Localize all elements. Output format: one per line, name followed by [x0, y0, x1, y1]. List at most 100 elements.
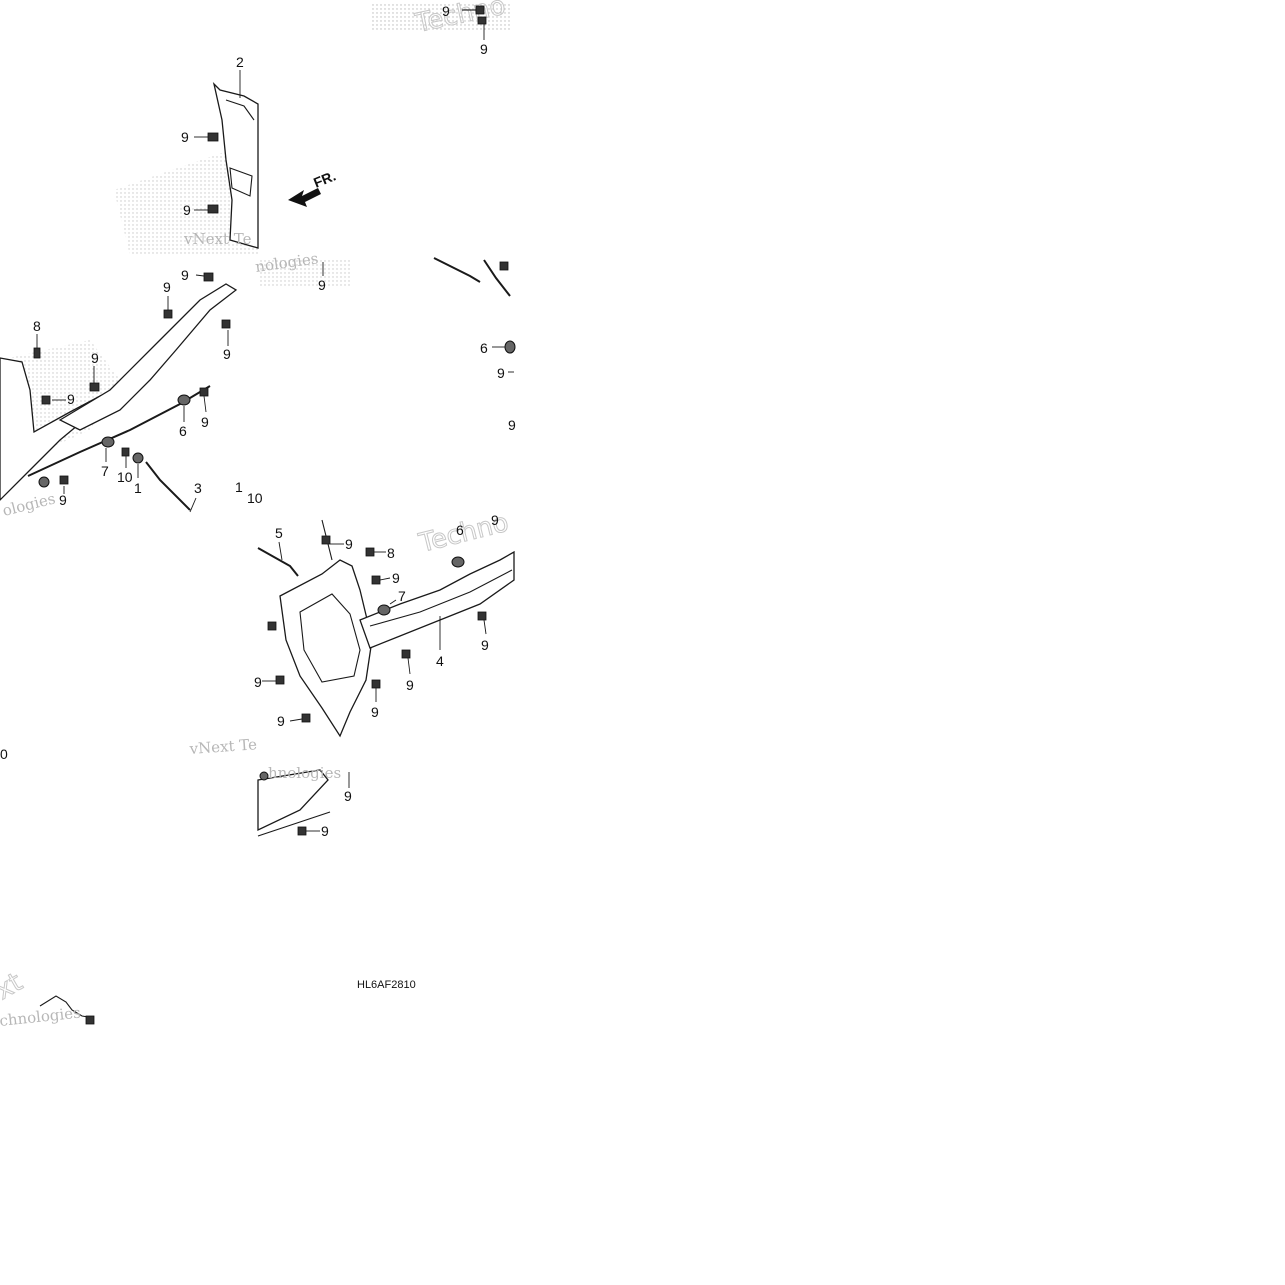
grommet: [38, 476, 50, 488]
callout-number: 9: [371, 704, 379, 720]
grommet: [259, 771, 269, 781]
part-stay-rod: [145, 461, 191, 511]
leader-line: [379, 577, 391, 581]
tile-inner-cover: 2 9 9 vNext Te FR.: [114, 54, 338, 255]
clip-fastener: [477, 611, 487, 621]
callout-number: 9: [508, 417, 516, 433]
part-stay-rod: [483, 259, 511, 297]
tile-lower-cowl: Techno 5 9 8 9 7 6 9 9 4 9: [0, 507, 515, 762]
callout-number: 9: [223, 346, 231, 362]
leader-line: [195, 274, 205, 277]
callout-number: 1: [235, 479, 243, 495]
callout-number: 6: [480, 340, 488, 356]
clip-fastener: [207, 204, 219, 214]
grommet: [451, 556, 465, 568]
leader-line: [289, 718, 303, 722]
leader-line: [389, 599, 397, 605]
callout-number: 9: [183, 202, 191, 218]
part-inner-cover: [212, 81, 259, 249]
callout-number: 4: [436, 653, 444, 669]
part-stay-rod: [433, 257, 481, 283]
part-lower-rail: [359, 550, 515, 649]
callout-number: 6: [456, 522, 464, 538]
tile-bottom-left-fragment: xt chnologies: [0, 967, 95, 1030]
part-edge: [299, 593, 361, 683]
callout-number: 2: [236, 54, 244, 70]
callout-number: 8: [387, 545, 395, 561]
tile-rod-assembly: 9 9 8 9 9 9 6 9 7 10 1 3 1 10 9 ologies: [0, 267, 263, 520]
watermark-text: vNext Te: [188, 735, 258, 758]
leader-line: [407, 657, 411, 675]
callout-number: 1: [134, 480, 142, 496]
leader-line: [203, 395, 207, 413]
callout-number: 5: [275, 525, 283, 541]
clip-fastener: [207, 132, 219, 142]
clip-fastener: [267, 621, 277, 631]
leader-line: [483, 619, 487, 635]
clip-fastener: [121, 447, 130, 457]
callout-number: 9: [318, 277, 326, 293]
clip-fastener: [163, 309, 173, 319]
leader-line: [278, 541, 283, 561]
clip-fastener: [371, 679, 381, 689]
watermark-text: Techno: [412, 0, 508, 39]
callout-number: 9: [442, 3, 450, 19]
callout-number: 9: [254, 674, 262, 690]
callout-number: 6: [179, 423, 187, 439]
clip-fastener: [321, 535, 331, 545]
callout-number: 9: [480, 41, 488, 57]
part-edge: [257, 811, 331, 837]
grommet: [177, 394, 191, 406]
clip-fastener: [371, 575, 381, 585]
callout-number: 9: [181, 267, 189, 283]
callout-number: 9: [406, 677, 414, 693]
dotted-shading: [258, 258, 352, 288]
callout-number: 10: [247, 490, 263, 506]
clip-fastener: [297, 826, 307, 836]
front-direction-arrow-icon: [288, 188, 321, 207]
part-bracket-rail: [58, 283, 238, 431]
callout-number: 9: [277, 713, 285, 729]
callout-number: 9: [497, 365, 505, 381]
clip-fastener: [401, 649, 411, 659]
clip-fastener: [89, 382, 100, 392]
watermark-text: hnologies: [268, 764, 341, 782]
part-lower-cowl: [279, 559, 373, 738]
part-edge: [39, 995, 95, 1019]
callout-number: 7: [101, 463, 109, 479]
callout-number: 9: [491, 512, 499, 528]
watermark-text: ologies: [1, 489, 58, 519]
watermark-text: xt: [0, 967, 28, 1006]
part-edge: [369, 569, 513, 627]
dotted-shading: [372, 2, 512, 32]
clip-fastener: [59, 475, 69, 485]
grommet: [132, 452, 144, 464]
callout-number: 10: [117, 469, 133, 485]
tile-lower-fragment: hnologies 9 9: [257, 764, 352, 839]
drawing-code: HL6AF2810: [357, 979, 416, 991]
clip-fastener: [301, 713, 311, 723]
callout-number: 9: [481, 637, 489, 653]
dotted-shading: [114, 150, 258, 255]
clip-fastener: [475, 5, 485, 15]
callout-number: 7: [398, 588, 406, 604]
clip-fastener: [275, 675, 285, 685]
clip-fastener: [365, 547, 375, 557]
callout-number: 9: [181, 129, 189, 145]
clip-fastener: [477, 16, 487, 25]
front-indicator-label: FR.: [311, 167, 338, 190]
clip-fastener: [499, 261, 509, 271]
callout-number: 0: [0, 746, 8, 762]
callout-number: 3: [194, 480, 202, 496]
grommet: [377, 604, 391, 616]
clip-fastener: [221, 319, 231, 329]
clip-fastener: [199, 387, 209, 397]
callout-number: 9: [201, 414, 209, 430]
callout-number: 9: [321, 823, 329, 839]
tile-top-fragment: Techno 9 9: [372, 0, 512, 57]
tile-center-fragment: nologies 9: [254, 249, 352, 293]
grommet: [101, 436, 115, 448]
callout-number: 9: [91, 350, 99, 366]
clip-fastener: [85, 1015, 95, 1025]
